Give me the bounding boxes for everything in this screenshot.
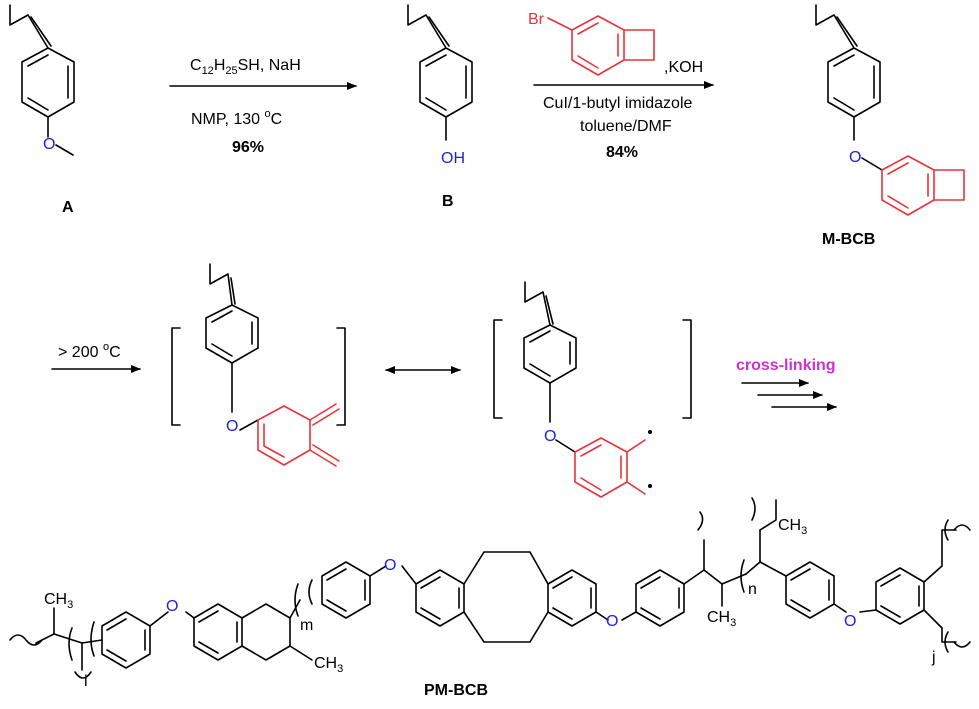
oxygen-label: O (606, 613, 618, 630)
compound-pmbcb-label: PM-BCB (424, 682, 488, 699)
methyl-label: CH3 (778, 517, 807, 537)
step1-conditions: NMP, 130 oC (191, 108, 282, 128)
methyl-label: CH3 (314, 655, 343, 675)
oxygen-label: O (849, 149, 861, 166)
bromo-benzocyclobutene-structure (547, 15, 655, 76)
repeat-index-i: i (84, 673, 88, 690)
repeat-index-n: n (748, 581, 757, 598)
bromo-label: Br (528, 11, 545, 28)
bracket-right-2 (682, 319, 692, 419)
step2-base: ,KOH (664, 59, 703, 76)
bracket-right-1 (336, 327, 346, 426)
bracket-left-2 (493, 319, 503, 419)
bracket-left-1 (171, 327, 181, 426)
compound-mbcb-structure (815, 4, 965, 216)
repeat-index-j: j (931, 649, 936, 666)
o-xylylene-intermediate-structure (205, 263, 340, 467)
step2-solvent: toluene/DMF (580, 118, 672, 135)
oxygen-label: O (544, 428, 556, 445)
repeat-index-m: m (300, 617, 313, 634)
step2-catalyst: CuI/1-butyl imidazole (543, 95, 693, 112)
radical-dot-icon (648, 430, 652, 434)
compound-mbcb-label: M-BCB (822, 231, 875, 248)
cross-linking-label: cross-linking (736, 357, 836, 374)
step3-condition: > 200 oC (58, 341, 121, 361)
hydroxyl-label: OH (441, 150, 465, 167)
oxygen-label: O (43, 136, 55, 153)
oxygen-label: O (166, 598, 178, 615)
pmbcb-network-structure (9, 497, 971, 679)
oxygen-label: O (844, 613, 856, 630)
oxygen-label: O (384, 557, 396, 574)
compound-a-label: A (62, 199, 74, 216)
radical-dot-icon (648, 484, 652, 488)
compound-b-label: B (442, 193, 454, 210)
methyl-label: CH3 (707, 609, 736, 629)
step2-yield: 84% (606, 144, 638, 161)
step1-reagents: C12H25SH, NaH (190, 57, 301, 77)
step1-yield: 96% (232, 139, 264, 156)
compound-a-structure (9, 4, 75, 156)
methyl-label: CH3 (44, 591, 73, 611)
diradical-intermediate-structure (523, 281, 646, 498)
oxygen-label: O (226, 418, 238, 435)
compound-b-structure (407, 4, 473, 141)
